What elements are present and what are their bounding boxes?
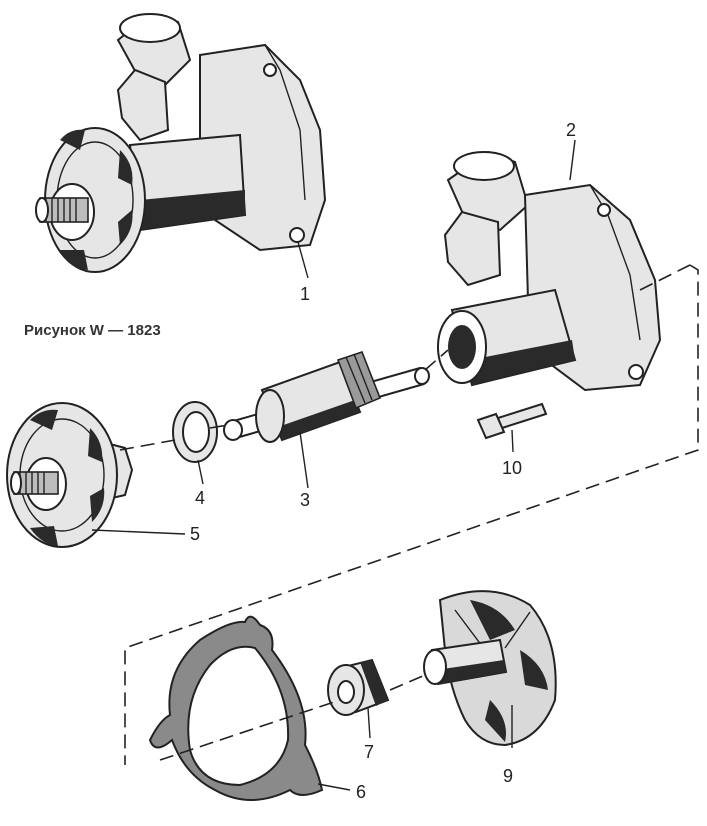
callout-10: 10 [502,458,522,478]
part-bolt: 10 [476,402,548,478]
part-gasket: 6 [148,615,366,802]
callout-9: 9 [503,766,513,786]
assembly-axes [119,349,449,761]
part-hub-flange: 5 [6,402,200,548]
callout-5: 5 [190,524,200,544]
callout-7: 7 [364,742,374,762]
part-impeller: 9 [423,590,557,786]
part-seal: 7 [327,658,390,762]
callout-6: 6 [356,782,366,802]
part-shaft-bearing: 3 [223,351,430,510]
part-pump-assembly: 1 [35,12,327,304]
figure-caption: Рисунок W — 1823 [24,322,161,339]
callout-2: 2 [566,120,576,140]
dashed-assembly-outline [124,264,699,765]
part-pump-housing: 2 [437,120,662,392]
callout-3: 3 [300,490,310,510]
callout-4: 4 [195,488,205,508]
part-ring: 4 [172,401,218,508]
callout-1: 1 [300,284,310,304]
